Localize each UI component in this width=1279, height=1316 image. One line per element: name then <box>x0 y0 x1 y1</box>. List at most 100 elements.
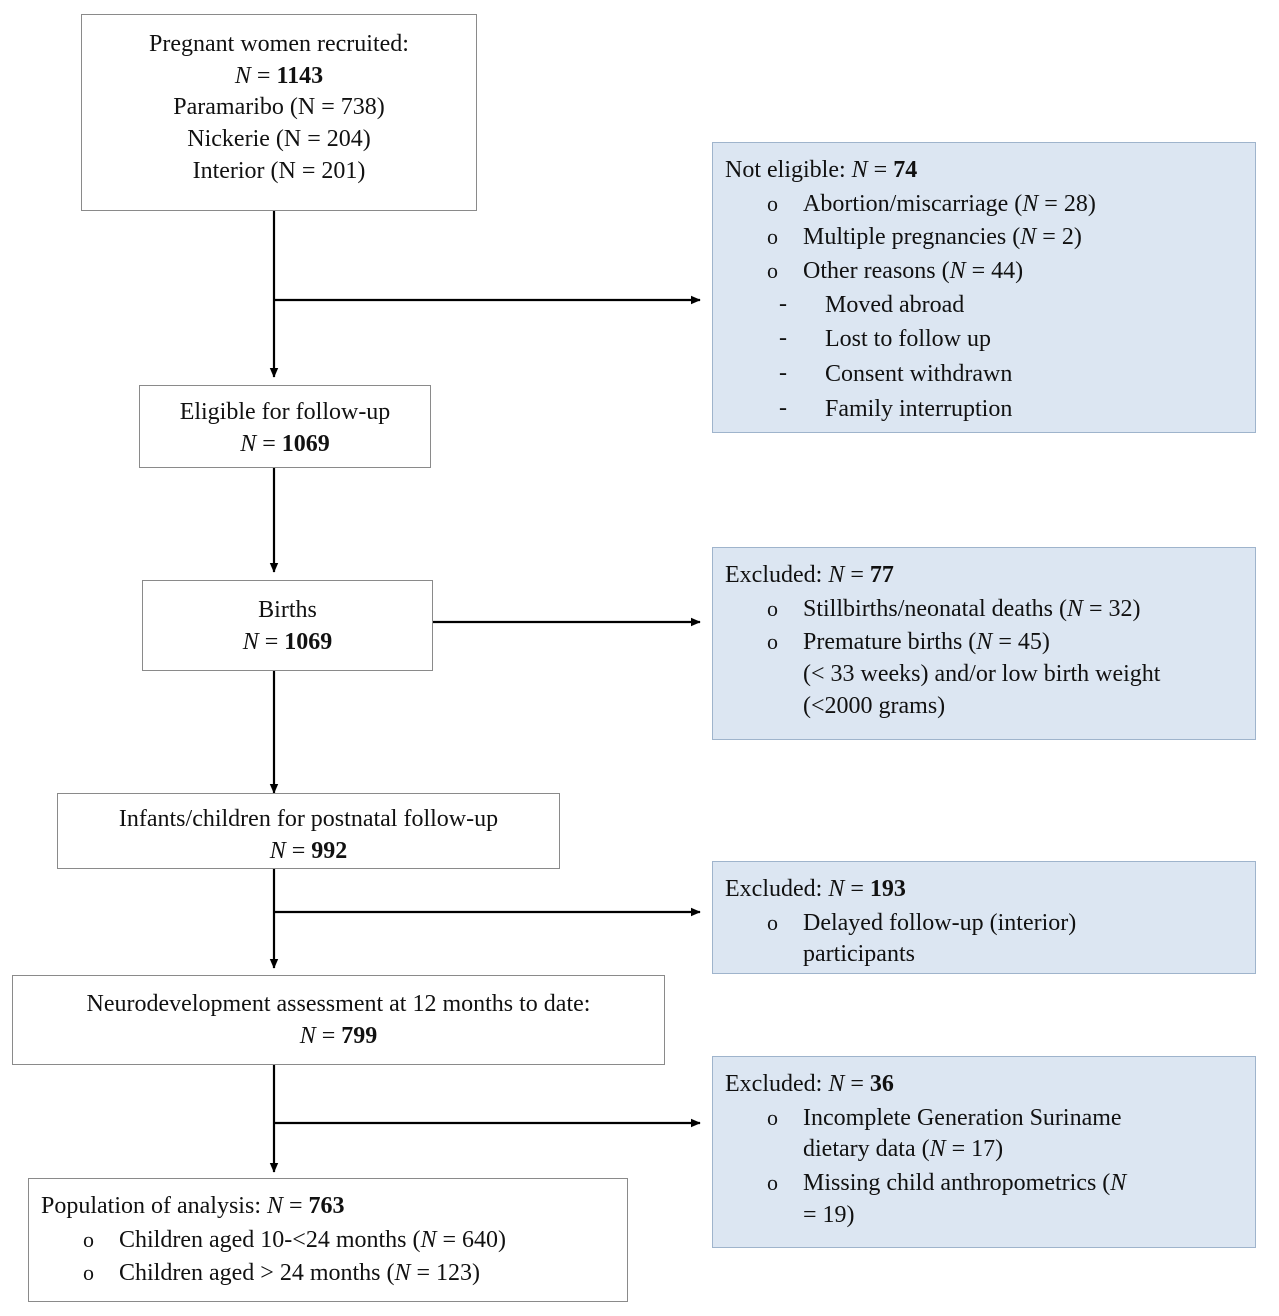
equals-symbol: = <box>850 876 864 902</box>
not-eligible-reason-list: o Abortion/miscarriage (N = 28) o Multip… <box>723 189 1245 288</box>
list-item: o Children aged > 24 months (N = 123) <box>83 1258 617 1290</box>
neurodev-total: N = 799 <box>23 1021 654 1053</box>
list-item-label: Delayed follow-up (interior) participant… <box>803 909 1077 968</box>
node-births: Births N = 1069 <box>142 580 433 671</box>
births-title: Births <box>258 597 317 623</box>
circle-bullet-icon: o <box>767 224 778 250</box>
not-eligible-value: 74 <box>893 157 918 183</box>
equals-symbol: = <box>291 837 306 864</box>
excluded36-value: 36 <box>869 1071 894 1097</box>
recruited-interior: Interior (N = 201) <box>192 157 366 184</box>
list-item-label: Lost to follow up <box>825 326 991 353</box>
dash-bullet-icon: - <box>779 290 787 317</box>
circle-bullet-icon: o <box>83 1260 94 1286</box>
list-item: o Abortion/miscarriage (N = 28) <box>767 189 1245 221</box>
equals-symbol: = <box>321 1022 336 1049</box>
excluded193-label: Excluded: <box>725 876 823 902</box>
list-item-label: Premature births (N = 45) <box>803 629 1050 656</box>
population-label: Population of analysis: <box>41 1193 261 1219</box>
excluded77-header: Excluded: N = 77 <box>723 560 1245 592</box>
eligible-total-value: 1069 <box>281 430 330 457</box>
n-symbol: N <box>242 628 259 655</box>
neurodev-total-value: 799 <box>341 1022 378 1049</box>
circle-bullet-icon: o <box>83 1226 94 1252</box>
n-symbol: N <box>234 62 251 89</box>
list-item: - Moved abroad <box>779 290 1245 322</box>
list-item: - Consent withdrawn <box>779 359 1245 391</box>
excluded193-value: 193 <box>869 876 906 902</box>
list-item-label: Children aged 10-<24 months (N = 640) <box>119 1226 507 1253</box>
dash-bullet-icon: - <box>779 394 787 421</box>
list-item-label: Consent withdrawn <box>825 361 1013 388</box>
excluded193-header: Excluded: N = 193 <box>723 874 1245 906</box>
postnatal-total: N = 992 <box>68 836 549 868</box>
recruited-total-value: 1143 <box>276 62 324 89</box>
recruited-total: N = 1143 <box>92 61 466 93</box>
n-symbol: N <box>240 430 257 457</box>
equals-symbol: = <box>289 1193 303 1219</box>
circle-bullet-icon: o <box>767 258 778 284</box>
list-item-label: Moved abroad <box>825 291 965 318</box>
node-excluded-36: Excluded: N = 36 o Incomplete Generation… <box>712 1056 1256 1248</box>
list-item: o Missing child anthropometrics (N = 19) <box>767 1168 1245 1231</box>
list-item-continuation: (< 33 weeks) and/or low birth weight <box>803 661 1161 688</box>
node-not-eligible: Not eligible: N = 74 o Abortion/miscarri… <box>712 142 1256 433</box>
circle-bullet-icon: o <box>767 909 778 935</box>
list-item-label: Missing child anthropometrics (N = 19) <box>803 1170 1127 1228</box>
n-symbol: N <box>299 1022 316 1049</box>
list-item: o Children aged 10-<24 months (N = 640) <box>83 1225 617 1257</box>
equals-symbol: = <box>256 62 271 89</box>
list-item: o Other reasons (N = 44) <box>767 256 1245 288</box>
node-eligible-for-follow-up: Eligible for follow-up N = 1069 <box>139 385 431 468</box>
list-item-label: Stillbirths/neonatal deaths (N = 32) <box>803 595 1141 622</box>
not-eligible-label: Not eligible: <box>725 157 846 183</box>
node-neurodevelopment-assessment: Neurodevelopment assessment at 12 months… <box>12 975 665 1065</box>
excluded36-reason-list: o Incomplete Generation Suriname dietary… <box>723 1103 1245 1232</box>
equals-symbol: = <box>264 628 279 655</box>
excluded77-value: 77 <box>869 562 894 588</box>
list-item-label: Other reasons (N = 44) <box>803 258 1024 285</box>
not-eligible-header: Not eligible: N = 74 <box>723 155 1245 187</box>
list-item: o Delayed follow-up (interior) participa… <box>767 908 1245 971</box>
node-excluded-77: Excluded: N = 77 o Stillbirths/neonatal … <box>712 547 1256 740</box>
circle-bullet-icon: o <box>767 1104 778 1130</box>
list-item-label: Multiple pregnancies (N = 2) <box>803 224 1082 251</box>
n-symbol: N <box>828 876 845 902</box>
list-item: o Multiple pregnancies (N = 2) <box>767 222 1245 254</box>
list-item-label: Abortion/miscarriage (N = 28) <box>803 190 1096 217</box>
list-item-continuation: (<2000 grams) <box>803 692 946 719</box>
excluded36-label: Excluded: <box>725 1071 823 1097</box>
equals-symbol: = <box>850 1071 864 1097</box>
excluded77-label: Excluded: <box>725 562 823 588</box>
excluded77-reason-list: o Stillbirths/neonatal deaths (N = 32) o… <box>723 594 1245 723</box>
population-subgroup-list: o Children aged 10-<24 months (N = 640) … <box>39 1225 617 1290</box>
list-item: o Incomplete Generation Suriname dietary… <box>767 1103 1245 1166</box>
list-item-label: Family interruption <box>825 395 1013 422</box>
eligible-total: N = 1069 <box>150 429 420 461</box>
not-eligible-other-reason-list: - Moved abroad - Lost to follow up - Con… <box>723 290 1245 426</box>
postnatal-total-value: 992 <box>311 837 348 864</box>
dash-bullet-icon: - <box>779 325 787 352</box>
n-symbol: N <box>828 562 845 588</box>
list-item: o Stillbirths/neonatal deaths (N = 32) <box>767 594 1245 626</box>
dash-bullet-icon: - <box>779 360 787 387</box>
recruited-title: Pregnant women recruited: <box>149 31 409 57</box>
eligible-title: Eligible for follow-up <box>179 399 391 425</box>
births-total: N = 1069 <box>153 627 422 659</box>
list-item: - Lost to follow up <box>779 324 1245 356</box>
equals-symbol: = <box>873 157 888 183</box>
equals-symbol: = <box>262 430 276 457</box>
equals-symbol: = <box>850 562 864 588</box>
node-postnatal-follow-up: Infants/children for postnatal follow-up… <box>57 793 560 869</box>
node-population-of-analysis: Population of analysis: N = 763 o Childr… <box>28 1178 628 1302</box>
list-item-label: Incomplete Generation Suriname dietary d… <box>803 1104 1122 1163</box>
excluded36-header: Excluded: N = 36 <box>723 1069 1245 1101</box>
list-item: o Premature births (N = 45) (< 33 weeks)… <box>767 627 1245 722</box>
n-symbol: N <box>269 837 286 864</box>
population-header: Population of analysis: N = 763 <box>39 1191 617 1223</box>
excluded193-reason-list: o Delayed follow-up (interior) participa… <box>723 908 1245 971</box>
population-value: 763 <box>308 1193 345 1219</box>
n-symbol: N <box>851 157 868 183</box>
births-total-value: 1069 <box>284 628 333 655</box>
